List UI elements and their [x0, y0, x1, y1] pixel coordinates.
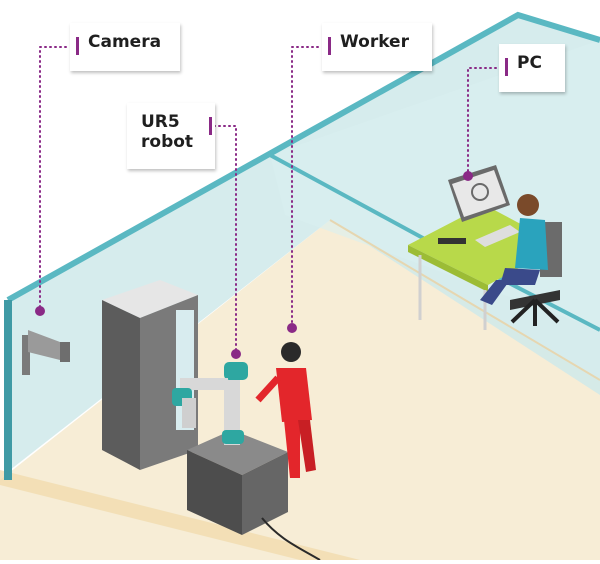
ur5-label-line2: robot [141, 132, 194, 152]
robot-base [187, 430, 288, 535]
worker-label-text: Worker [340, 32, 409, 52]
cable [261, 517, 321, 561]
pc-label: PC [499, 44, 565, 92]
floor-line [329, 219, 600, 381]
callout-leaders [39, 46, 497, 351]
ur5-robot-label: UR5 robot [127, 103, 215, 169]
camera-label: Camera [70, 23, 180, 71]
floor-edge [0, 470, 360, 560]
pc-label-text: PC [517, 53, 542, 73]
worker-leader [291, 46, 319, 326]
camera-label-text: Camera [88, 32, 162, 52]
worker-label: Worker [322, 23, 432, 71]
wall-top-edge [6, 11, 600, 303]
worker-figure [255, 342, 316, 478]
pc-operator [480, 194, 562, 326]
ur5-leader [213, 125, 237, 351]
ur5-label-line1: UR5 [141, 112, 180, 132]
camera-leader [39, 46, 67, 309]
storage-rack [102, 280, 198, 470]
camera-device [22, 330, 70, 375]
pc-leader [467, 67, 497, 173]
ur5-arm [172, 362, 248, 445]
leader-dots [35, 171, 473, 359]
